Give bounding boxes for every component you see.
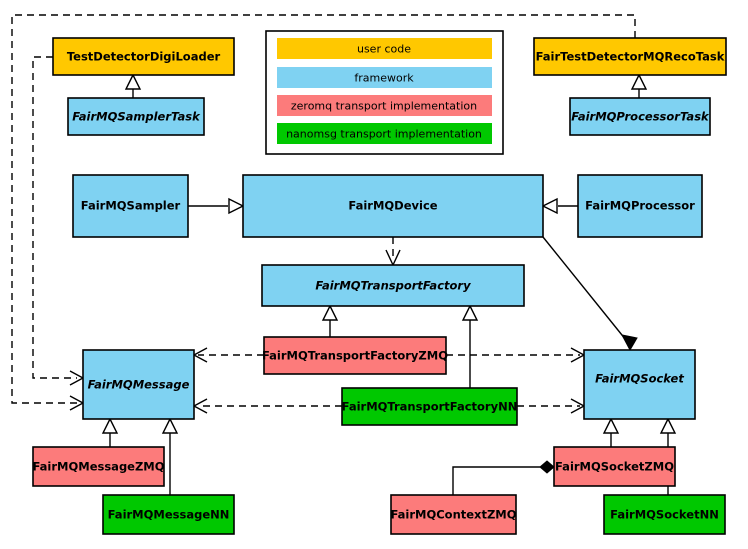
class-node-fairmqsocket[interactable]: FairMQSocket — [583, 349, 696, 420]
class-node-fairmqsocketzmq[interactable]: FairMQSocketZMQ — [553, 446, 676, 487]
node-rect[interactable] — [390, 494, 517, 535]
legend: user code framework zeromq transport imp… — [265, 30, 504, 155]
legend-label: framework — [354, 72, 414, 85]
legend-item-user-code: user code — [277, 38, 492, 59]
hollow-triangle — [228, 197, 245, 215]
class-node-fairmqtransportfactoryzmq[interactable]: FairMQTransportFactoryZMQ — [262, 336, 448, 375]
node-label: FairMQSocketZMQ — [555, 460, 674, 474]
class-node-fairmqprocessor[interactable]: FairMQProcessor — [577, 174, 703, 238]
class-node-testdetectordigiloader[interactable]: TestDetectorDigiLoader — [52, 37, 235, 76]
legend-label: nanomsg transport implementation — [286, 128, 482, 141]
node-label: FairMQSampler — [81, 199, 181, 213]
node-rect[interactable] — [341, 387, 518, 426]
class-node-fairmqmessagezmq[interactable]: FairMQMessageZMQ — [32, 446, 165, 487]
node-rect[interactable] — [263, 336, 447, 375]
node-rect[interactable] — [553, 446, 676, 487]
class-node-fairmqcontextzmq[interactable]: FairMQContextZMQ — [390, 494, 517, 535]
legend-label: user code — [357, 43, 411, 56]
node-rect[interactable] — [577, 174, 703, 238]
node-rect[interactable] — [583, 349, 696, 420]
node-rect[interactable] — [261, 264, 525, 307]
node-rect[interactable] — [533, 37, 727, 76]
hollow-triangle — [602, 417, 620, 434]
node-label: FairMQProcessorTask — [571, 110, 710, 124]
hollow-triangle — [461, 304, 479, 321]
node-rect[interactable] — [569, 97, 711, 136]
legend-item-nanomsg: nanomsg transport implementation — [277, 123, 492, 144]
class-boxes: TestDetectorDigiLoader FairTestDetectorM… — [32, 37, 727, 535]
class-node-fairmqmessagenn[interactable]: FairMQMessageNN — [102, 494, 235, 535]
edge-group-factory-dependencies — [198, 354, 580, 407]
class-node-fairmqsampler[interactable]: FairMQSampler — [72, 174, 189, 238]
node-label: FairMQTransportFactory — [315, 279, 471, 293]
node-label: TestDetectorDigiLoader — [67, 50, 221, 64]
hollow-triangle — [541, 197, 558, 215]
legend-swatch — [277, 67, 492, 88]
legend-item-framework: framework — [277, 67, 492, 88]
node-label: FairMQSocketNN — [610, 508, 719, 522]
edge-line — [452, 466, 540, 495]
node-label: FairMQContextZMQ — [390, 508, 516, 522]
node-label: FairMQMessageZMQ — [32, 460, 164, 474]
edge-line — [542, 236, 631, 346]
node-rect[interactable] — [242, 174, 544, 238]
node-rect[interactable] — [603, 494, 726, 535]
node-label: FairMQTransportFactoryZMQ — [262, 349, 448, 363]
node-rect[interactable] — [72, 174, 189, 238]
legend-swatch — [277, 95, 492, 116]
edge-recotask-to-message — [11, 14, 636, 404]
edge-group-user-code-dependencies — [11, 14, 636, 404]
hollow-triangle — [101, 417, 119, 434]
hollow-triangle — [321, 304, 339, 321]
class-node-fairmqprocessortask[interactable]: FairMQProcessorTask — [569, 97, 711, 136]
class-node-fairmqsamplertask[interactable]: FairMQSamplerTask — [67, 97, 205, 136]
legend-swatch — [277, 38, 492, 59]
class-node-fairmqdevice[interactable]: FairMQDevice — [242, 174, 544, 238]
node-rect[interactable] — [67, 97, 205, 136]
node-label: FairMQProcessor — [585, 199, 695, 213]
class-node-fairmqtransportfactorynn[interactable]: FairMQTransportFactoryNN — [341, 387, 518, 426]
hollow-triangle — [630, 73, 648, 90]
node-label: FairMQMessage — [88, 378, 190, 392]
class-node-fairtestdetectormqrecotask[interactable]: FairTestDetectorMQRecoTask — [533, 37, 727, 76]
legend-item-zeromq: zeromq transport implementation — [277, 95, 492, 116]
class-node-fairmqmessage[interactable]: FairMQMessage — [82, 349, 195, 420]
node-rect[interactable] — [32, 446, 165, 487]
class-node-fairmqsocketnn[interactable]: FairMQSocketNN — [603, 494, 726, 535]
node-label: FairMQTransportFactoryNN — [342, 400, 518, 414]
node-label: FairMQMessageNN — [108, 508, 230, 522]
hollow-triangle — [659, 417, 677, 434]
legend-swatch — [277, 123, 492, 144]
legend-label: zeromq transport implementation — [291, 100, 477, 113]
node-rect[interactable] — [102, 494, 235, 535]
hollow-triangle — [124, 73, 142, 90]
node-rect[interactable] — [82, 349, 195, 420]
class-node-fairmqtransportfactory[interactable]: FairMQTransportFactory — [261, 264, 525, 307]
solid-arrowhead — [621, 334, 638, 352]
hollow-triangle — [161, 417, 179, 434]
node-rect[interactable] — [52, 37, 235, 76]
node-label: FairMQSamplerTask — [72, 110, 201, 124]
node-label: FairMQDevice — [348, 199, 437, 213]
node-label: FairTestDetectorMQRecoTask — [536, 50, 725, 64]
edge-device-to-socket — [542, 236, 638, 352]
edge-digiloader-to-message — [32, 56, 77, 379]
edge-group-generalizations — [101, 73, 677, 495]
node-label: FairMQSocket — [595, 372, 684, 386]
edge-contextzmq-to-socketzmq — [452, 460, 555, 495]
